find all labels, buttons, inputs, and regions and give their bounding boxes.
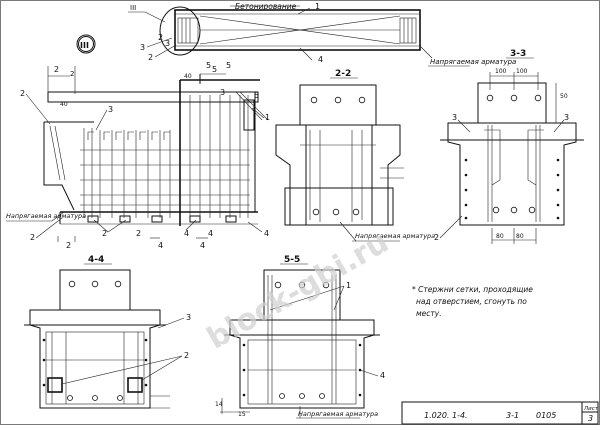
elevation-section-mark-2-bottom: 2 bbox=[66, 241, 71, 250]
section-3-3-dim-bottom-left: 80 bbox=[496, 233, 504, 240]
elevation-callout-2-bottom-b: 2 bbox=[136, 229, 141, 238]
section-5-5-callout-4: 4 bbox=[380, 371, 385, 380]
section-3-3-dim-top-left: 100 bbox=[495, 68, 507, 75]
elevation-callout-2-bottom-a: 2 bbox=[102, 229, 107, 238]
elevation-section-mark-5: 5 bbox=[206, 61, 211, 70]
top-view: Бетонирование Напрягаемая арматура 1 4 3… bbox=[128, 2, 516, 67]
top-view-callout-2: 2 bbox=[148, 53, 153, 62]
elevation-section-mark-4b: 4 bbox=[200, 241, 205, 250]
top-view-callout-III: III bbox=[130, 4, 136, 12]
elevation-callout-1: 1 bbox=[265, 113, 270, 122]
elevation-section-mark-5b: 5 bbox=[226, 61, 231, 70]
top-view-label-rebar-1: Напрягаемая арматура bbox=[430, 58, 516, 66]
top-view-callout-2b: 2 bbox=[158, 33, 163, 42]
section-5-5-dim-left: 15 bbox=[238, 411, 246, 418]
watermark: block-gbi.ru bbox=[201, 225, 395, 357]
elevation-callout-4b: 4 bbox=[264, 229, 269, 238]
top-view-callout-4: 4 bbox=[318, 55, 323, 64]
section-3-3-title: 3-3 bbox=[510, 49, 526, 59]
elevation-callout-4a: 4 bbox=[184, 229, 189, 238]
node-III-mark: III bbox=[76, 34, 96, 54]
section-3-3-dim-right: 50 bbox=[560, 93, 568, 100]
section-5-5-label-rebar: Напрягаемая арматура bbox=[298, 410, 378, 418]
top-view-label-concreting: Бетонирование bbox=[235, 2, 297, 11]
elevation-callout-2-left: 2 bbox=[30, 233, 35, 242]
section-3-3-callout-2: 2 bbox=[434, 233, 439, 242]
elevation-callout-3: 3 bbox=[108, 105, 113, 114]
section-5-5-title: 5-5 bbox=[284, 255, 300, 265]
stamp-sheet-label: Лист bbox=[583, 406, 599, 412]
elevation-label-rebar: Напрягаемая арматура bbox=[6, 212, 86, 220]
section-4-4-callout-2: 2 bbox=[184, 351, 189, 360]
stamp-num: 3-1 bbox=[506, 411, 519, 420]
note-line-3: месту. bbox=[416, 309, 442, 318]
elevation-callout-3b: 3 bbox=[220, 88, 225, 97]
section-5-5: 5-5 1 4 15 14 Напрягаемая арматура bbox=[215, 255, 385, 419]
elevation-callout-5a: 5 bbox=[212, 65, 217, 74]
elevation-dim-small: 40 bbox=[60, 101, 68, 108]
elevation-callout-4c: 4 bbox=[208, 229, 213, 238]
elevation-dim-21: 2 bbox=[70, 70, 74, 78]
section-3-3: 3-3 100 100 3 3 50 80 80 2 bbox=[434, 49, 584, 244]
stamp-sheet-num: 3 bbox=[588, 414, 593, 423]
section-2-2-title: 2-2 bbox=[335, 69, 351, 79]
top-view-callout-3: 3 bbox=[140, 43, 145, 52]
elevation-section-mark-4: 4 bbox=[158, 241, 163, 250]
stamp-sheet-code: 0105 bbox=[536, 411, 556, 420]
section-3-3-dim-bottom-right: 80 bbox=[516, 233, 524, 240]
title-block: 1.020. 1-4. 3-1 0105 Лист 3 bbox=[401, 401, 599, 425]
section-3-3-dim-top-right: 100 bbox=[516, 68, 528, 75]
elevation-dim-top: 40 bbox=[184, 73, 192, 80]
section-3-3-weld-left: 3 bbox=[452, 113, 457, 122]
node-III-label: III bbox=[80, 41, 89, 50]
section-4-4: 4-4 3 2 bbox=[24, 255, 191, 409]
main-elevation: 2 3 1 5 40 40 2 2 2 4 4 5 2 2 2 4 4 4 3 bbox=[6, 61, 270, 250]
stamp-code: 1.020. 1-4. bbox=[424, 411, 468, 420]
top-view-callout-1: 1 bbox=[315, 2, 320, 11]
elevation-callout-2-top: 2 bbox=[20, 89, 25, 98]
elevation-callout-5b: 5 bbox=[254, 91, 259, 100]
note-line-2: над отверстием, сгонуть по bbox=[416, 297, 527, 306]
note: * Стержни сетки, проходящие над отверсти… bbox=[412, 285, 533, 318]
section-3-3-weld-right: 3 bbox=[564, 113, 569, 122]
section-4-4-callout-3: 3 bbox=[186, 313, 191, 322]
section-5-5-dim-sub: 14 bbox=[215, 401, 223, 408]
section-4-4-title: 4-4 bbox=[88, 255, 104, 265]
top-view-callout-3b: 3 bbox=[165, 39, 170, 48]
elevation-section-mark-2-top: 2 bbox=[54, 65, 59, 74]
note-line-1: * Стержни сетки, проходящие bbox=[412, 285, 533, 294]
section-2-2-label-rebar: Напрягаемая арматура bbox=[355, 232, 435, 240]
section-2-2: 2-2 Напрягаемая арматура bbox=[275, 69, 435, 242]
section-5-5-callout-1: 1 bbox=[346, 281, 351, 290]
